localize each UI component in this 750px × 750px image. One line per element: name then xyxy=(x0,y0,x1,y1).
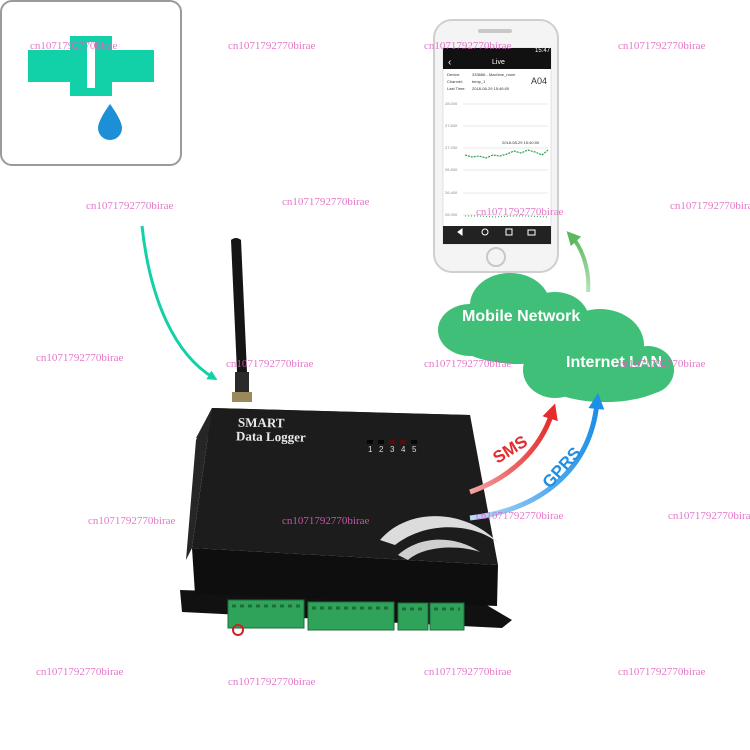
watermark: cn1071792770birae xyxy=(86,200,174,212)
watermark: cn1071792770birae xyxy=(228,676,316,688)
leak-sensor-card xyxy=(0,0,182,166)
phone-point-label: 2018-08-29 15:40:00 xyxy=(502,140,540,145)
phone-y-tick: 26.400 xyxy=(445,190,458,195)
led-label: 5 xyxy=(412,445,417,454)
watermark: cn1071792770birae xyxy=(670,200,750,212)
internet-lan-cloud xyxy=(523,309,674,402)
watermark: cn1071792770birae xyxy=(476,206,564,218)
sms-arrow xyxy=(469,403,558,495)
watermark: cn1071792770birae xyxy=(88,515,176,527)
watermark: cn1071792770birae xyxy=(228,40,316,52)
watermark: cn1071792770birae xyxy=(618,40,706,52)
phone-channel-code: A04 xyxy=(531,76,548,86)
pipe-leak-icon xyxy=(28,36,154,140)
mobile-network-label: Mobile Network xyxy=(462,308,581,325)
smartphone xyxy=(433,19,559,273)
phone-back-icon[interactable]: ‹ xyxy=(448,57,452,68)
terminal-blocks xyxy=(227,599,465,631)
phone-header-title: Live xyxy=(492,59,505,66)
phone-y-tick: 27.200 xyxy=(445,145,458,150)
watermark: cn1071792770birae xyxy=(424,666,512,678)
phone-last-time-value: 2018-08-29 15:46:00 xyxy=(472,86,510,91)
watermark: cn1071792770birae xyxy=(36,352,124,364)
phone-y-tick: 28.000 xyxy=(445,101,458,106)
internet-lan-label: Internet LAN xyxy=(566,354,662,371)
watermark: cn1071792770birae xyxy=(226,358,314,370)
led-label: 3 xyxy=(390,445,395,454)
led-label: 2 xyxy=(379,445,384,454)
gprs-arrow xyxy=(469,393,605,521)
phone-y-tick: 26.000 xyxy=(445,212,458,217)
phone-y-tick: 26.800 xyxy=(445,167,458,172)
data-logger-device xyxy=(180,408,512,636)
phone-device-value: 333666 - Machine_room xyxy=(472,72,516,77)
phone-status-time: 15:47 xyxy=(535,48,551,54)
antenna xyxy=(231,238,252,402)
led-label: 4 xyxy=(401,445,406,454)
watermark: cn1071792770birae xyxy=(424,358,512,370)
phone-channel-value: temp_1 xyxy=(472,79,486,84)
phone-nav-icons xyxy=(457,228,536,236)
watermark: cn1071792770birae xyxy=(282,515,370,527)
watermark: cn1071792770birae xyxy=(618,666,706,678)
watermark: cn1071792770birae xyxy=(668,510,750,522)
watermark: cn1071792770birae xyxy=(618,358,706,370)
watermark: cn1071792770birae xyxy=(282,196,370,208)
sensor-to-logger-arrow xyxy=(140,225,218,381)
device-title-line2: Data Logger xyxy=(235,428,306,445)
led-indicators xyxy=(367,440,417,444)
watermark: cn1071792770birae xyxy=(476,510,564,522)
watermark: cn1071792770birae xyxy=(424,40,512,52)
phone-channel-label: Channel: xyxy=(447,79,464,84)
led-label: 1 xyxy=(368,445,373,454)
watermark: cn1071792770birae xyxy=(36,666,124,678)
phone-chart xyxy=(463,103,549,218)
phone-device-label: Device: xyxy=(447,72,461,77)
cloud-to-phone-arrow xyxy=(566,231,591,293)
phone-y-tick: 27.600 xyxy=(445,123,458,128)
phone-last-time-label: Last Time: xyxy=(447,86,466,91)
watermark: cn1071792770birae xyxy=(30,40,118,52)
